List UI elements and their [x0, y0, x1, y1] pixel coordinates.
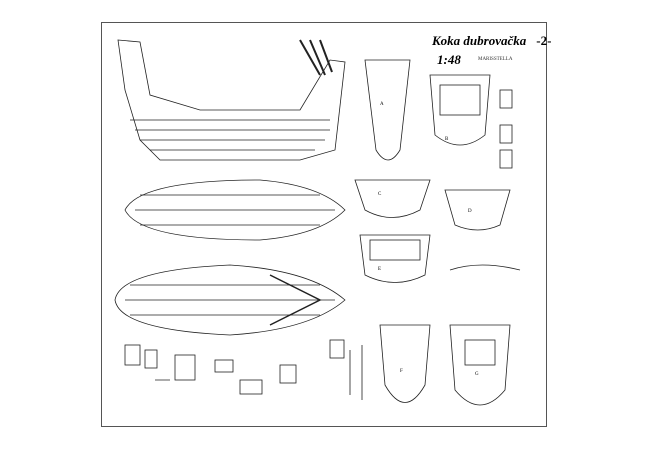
view-label: E [378, 267, 381, 272]
view-label: B [445, 137, 449, 142]
side-profile [117, 39, 346, 161]
view-label: G [475, 372, 479, 377]
plan-title: Koka dubrovačka [432, 33, 527, 48]
brand-logo: MARISSTELLA [478, 57, 513, 62]
view-label: F [400, 369, 403, 374]
scale-label: 1:48 [437, 52, 461, 67]
deck-plan-top [124, 179, 346, 241]
title-block: Koka dubrovačka -2- [432, 33, 551, 48]
parts-detail [124, 339, 363, 400]
sheet-number: -2- [536, 33, 552, 48]
view-label: C [378, 192, 382, 197]
deck-plan-lower [114, 264, 346, 336]
view-label: D [468, 209, 472, 214]
section-views [354, 59, 521, 406]
view-label: A [380, 102, 384, 107]
